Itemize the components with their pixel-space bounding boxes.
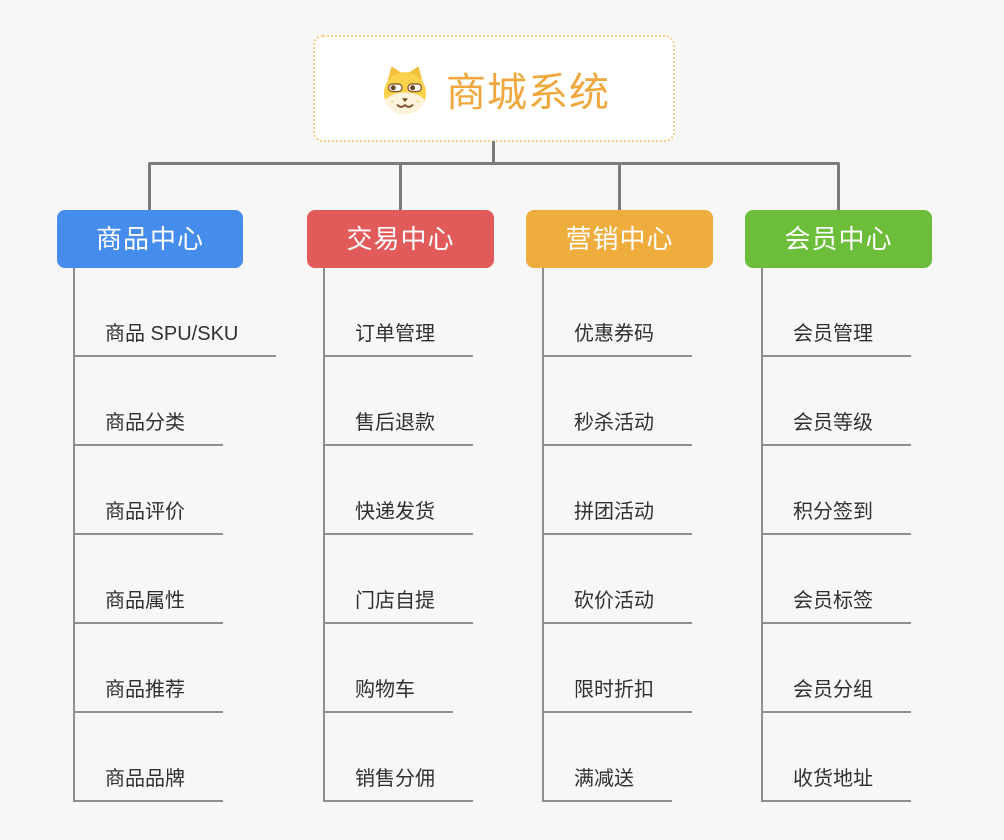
branch-children-trade: 订单管理 售后退款 快递发货 门店自提 购物车 销售分佣 xyxy=(323,268,473,802)
branch-node-product-center[interactable]: 商品中心 xyxy=(57,210,243,268)
leaf-node[interactable]: 销售分佣 xyxy=(323,713,473,802)
root-node[interactable]: 商城系统 xyxy=(313,35,675,142)
leaf-node[interactable]: 砍价活动 xyxy=(542,535,692,624)
leaf-node[interactable]: 商品推荐 xyxy=(73,624,223,713)
leaf-node[interactable]: 积分签到 xyxy=(761,446,911,535)
dog-face-icon xyxy=(383,65,427,114)
connector-bus xyxy=(148,162,840,165)
leaf-node[interactable]: 购物车 xyxy=(323,624,453,713)
branch-node-member-center[interactable]: 会员中心 xyxy=(745,210,932,268)
leaf-node[interactable]: 优惠券码 xyxy=(542,268,692,357)
connector-drop-branch-3 xyxy=(618,163,621,210)
leaf-node[interactable]: 会员等级 xyxy=(761,357,911,446)
leaf-node[interactable]: 秒杀活动 xyxy=(542,357,692,446)
branch-node-trade-center[interactable]: 交易中心 xyxy=(307,210,494,268)
root-title: 商城系统 xyxy=(446,70,610,115)
leaf-node[interactable]: 限时折扣 xyxy=(542,624,692,713)
leaf-node[interactable]: 收货地址 xyxy=(761,713,911,802)
leaf-node[interactable]: 快递发货 xyxy=(323,446,473,535)
branch-children-product: 商品 SPU/SKU 商品分类 商品评价 商品属性 商品推荐 商品品牌 xyxy=(73,268,277,802)
connector-root-drop xyxy=(492,141,495,165)
leaf-node[interactable]: 商品评价 xyxy=(73,446,223,535)
branch-children-member: 会员管理 会员等级 积分签到 会员标签 会员分组 收货地址 xyxy=(761,268,911,802)
leaf-node[interactable]: 门店自提 xyxy=(323,535,473,624)
connector-spine xyxy=(73,268,75,801)
connector-drop-branch-4 xyxy=(837,163,840,210)
leaf-node[interactable]: 商品分类 xyxy=(73,357,223,446)
connector-spine xyxy=(323,268,325,801)
leaf-node[interactable]: 会员分组 xyxy=(761,624,911,713)
connector-spine xyxy=(542,268,544,801)
branch-node-marketing-center[interactable]: 营销中心 xyxy=(526,210,713,268)
leaf-node[interactable]: 商品属性 xyxy=(73,535,223,624)
leaf-node[interactable]: 商品 SPU/SKU xyxy=(73,268,277,357)
leaf-node[interactable]: 满减送 xyxy=(542,713,672,802)
connector-spine xyxy=(761,268,763,801)
leaf-node[interactable]: 订单管理 xyxy=(323,268,473,357)
leaf-node[interactable]: 会员标签 xyxy=(761,535,911,624)
branch-children-marketing: 优惠券码 秒杀活动 拼团活动 砍价活动 限时折扣 满减送 xyxy=(542,268,692,802)
connector-drop-branch-1 xyxy=(148,163,151,210)
leaf-node[interactable]: 售后退款 xyxy=(323,357,473,446)
leaf-node[interactable]: 拼团活动 xyxy=(542,446,692,535)
connector-drop-branch-2 xyxy=(399,163,402,210)
leaf-node[interactable]: 会员管理 xyxy=(761,268,911,357)
leaf-node[interactable]: 商品品牌 xyxy=(73,713,223,802)
